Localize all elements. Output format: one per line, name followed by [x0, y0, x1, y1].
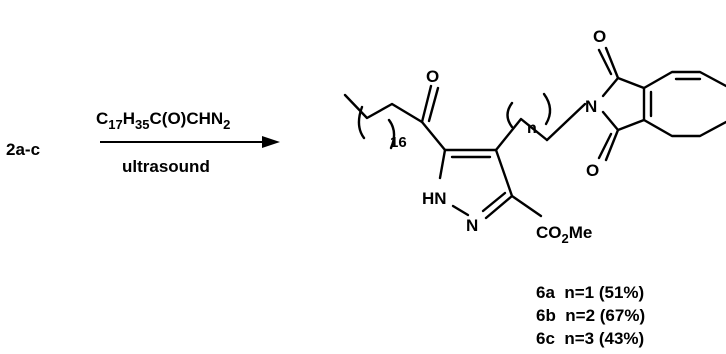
- methylene-chain: [494, 92, 587, 152]
- ketone-oxygen-label: O: [426, 67, 439, 86]
- pyrazole-nh-label: HN: [422, 189, 447, 208]
- product-structure: O 16 n N O O HN N CO2Me: [343, 27, 726, 246]
- imide-nitrogen-label: N: [585, 97, 597, 116]
- ester-label: CO2Me: [536, 223, 592, 246]
- product-label-6c: 6c n=3 (43%): [536, 329, 644, 348]
- product-label-6b: 6b n=2 (67%): [536, 306, 645, 325]
- imide-oxygen-top-label: O: [593, 27, 606, 46]
- reaction-arrow: [100, 136, 280, 148]
- ketone-pyrazole-bond: [420, 120, 447, 152]
- alkyl-chain: [343, 93, 424, 150]
- chain-count-label: 16: [390, 134, 407, 151]
- chain-n-label: n: [527, 120, 537, 137]
- imide-oxygen-bottom-label: O: [586, 161, 599, 180]
- pyrazole-ring: [438, 148, 514, 220]
- reagent-label: C17H35C(O)CHN2: [96, 109, 230, 132]
- product-label-6a: 6a n=1 (51%): [536, 283, 644, 302]
- ketone-group: [420, 84, 440, 124]
- product-list: 6a n=1 (51%) 6b n=2 (67%) 6c n=3 (43%): [536, 283, 645, 348]
- pyrazole-n-label: N: [466, 216, 478, 235]
- phthalimide-group: [597, 46, 726, 162]
- condition-label: ultrasound: [122, 157, 210, 176]
- ester-bond: [510, 194, 543, 218]
- starting-material-label: 2a-c: [6, 140, 40, 159]
